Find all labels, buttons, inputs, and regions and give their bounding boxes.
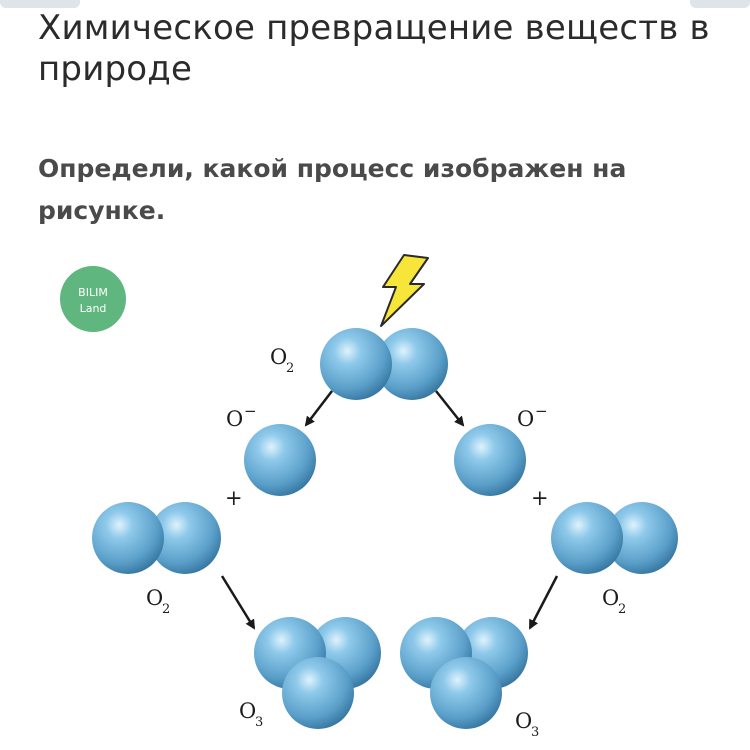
svg-text:−: − — [535, 402, 548, 420]
question-text: Определи, какой процесс изображен на рис… — [38, 154, 627, 225]
svg-text:O: O — [270, 345, 287, 369]
svg-text:O: O — [517, 407, 534, 431]
logo-line2: Land — [80, 302, 107, 315]
svg-text:2: 2 — [286, 361, 294, 376]
molecule-o2-right — [551, 502, 678, 574]
svg-text:O: O — [146, 586, 163, 610]
label-o-minus-right: O − — [517, 402, 548, 431]
label-o2-right: O 2 — [602, 586, 626, 617]
molecule-o3-left — [254, 617, 381, 729]
molecule-o2-top — [320, 328, 448, 400]
label-o2-left: O 2 — [146, 586, 170, 617]
svg-text:O: O — [515, 709, 532, 733]
label-plus-left: + — [225, 486, 243, 510]
top-tab-right — [690, 0, 750, 8]
bilimland-logo: BILIM Land — [60, 266, 126, 332]
label-o2-top: O 2 — [270, 345, 294, 376]
label-o3-left: O 3 — [239, 699, 263, 730]
molecule-o3-right — [400, 617, 528, 729]
svg-text:O: O — [226, 407, 243, 431]
svg-text:−: − — [244, 402, 257, 420]
label-o3-right: O 3 — [515, 709, 539, 740]
svg-text:3: 3 — [531, 725, 539, 740]
atom-o-right — [454, 424, 526, 496]
svg-text:O: O — [602, 586, 619, 610]
label-plus-right: + — [531, 486, 549, 510]
page-title: Химическое превращение веществ в природе — [38, 8, 710, 89]
svg-text:3: 3 — [255, 715, 263, 730]
lightning-icon — [380, 254, 429, 327]
svg-text:O: O — [239, 699, 256, 723]
top-tab-left — [0, 0, 80, 8]
ozone-formation-diagram: BILIM Land O 2 — [60, 254, 678, 740]
svg-text:2: 2 — [162, 602, 170, 617]
arrow-top-left — [304, 390, 333, 427]
label-o-minus-left: O − — [226, 402, 257, 431]
arrow-top-right — [435, 390, 465, 427]
logo-line1: BILIM — [78, 286, 108, 299]
arrow-bottom-right — [528, 575, 559, 630]
molecule-o2-left — [92, 502, 221, 574]
arrow-bottom-left — [220, 575, 256, 630]
atom-o-left — [244, 424, 316, 496]
svg-text:2: 2 — [618, 602, 626, 617]
